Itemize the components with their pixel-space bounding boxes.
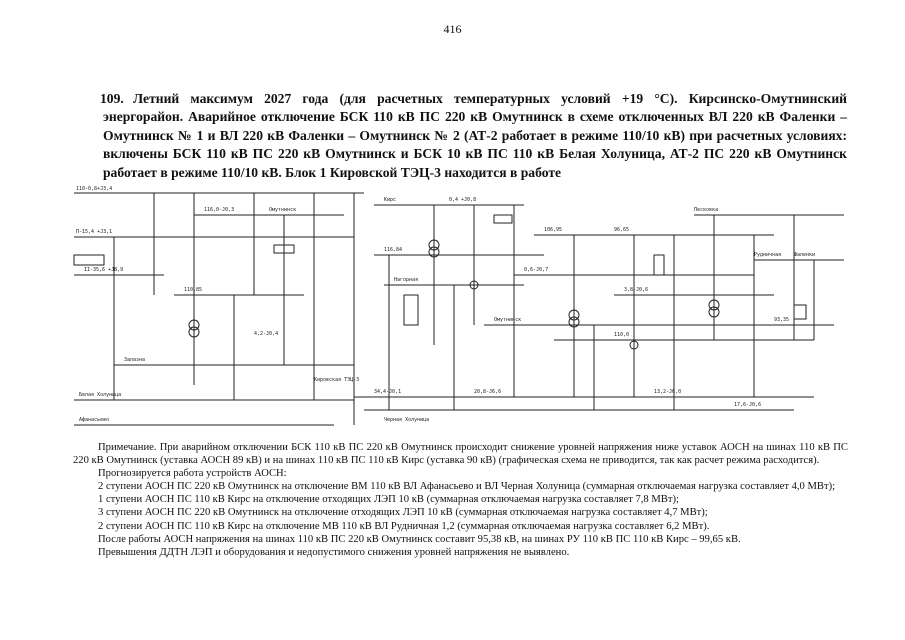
note-paragraph: Прогнозируется работа устройств АОСН: <box>98 468 287 480</box>
svg-text:Нагорная: Нагорная <box>394 277 418 283</box>
svg-text:116,0-J0,3: 116,0-J0,3 <box>204 207 234 213</box>
svg-text:Кировская ТЭЦ-3: Кировская ТЭЦ-3 <box>314 377 359 383</box>
page-number: 416 <box>443 22 462 36</box>
svg-text:3,8-J0,6: 3,8-J0,6 <box>624 287 648 293</box>
svg-text:110,0: 110,0 <box>614 332 629 338</box>
svg-text:13,2-J6,0: 13,2-J6,0 <box>654 389 681 395</box>
svg-text:Афанасьево: Афанасьево <box>79 417 109 423</box>
svg-text:Песковка: Песковка <box>694 207 718 213</box>
svg-text:П-15,4 +J3,1: П-15,4 +J3,1 <box>76 229 112 235</box>
svg-text:34,4-J0,1: 34,4-J0,1 <box>374 389 401 395</box>
svg-text:Омутнинск: Омутнинск <box>494 317 521 323</box>
svg-text:17,6-J0,6: 17,6-J0,6 <box>734 402 761 408</box>
note-paragraph: 3 ступени АОСН ПС 220 кВ Омутнинск на от… <box>98 507 708 519</box>
svg-text:Белая Холуница: Белая Холуница <box>79 392 121 398</box>
note-paragraph: Примечание. При аварийном отключении БСК… <box>73 442 848 467</box>
svg-text:106,95: 106,95 <box>544 227 562 233</box>
svg-text:Фаленки: Фаленки <box>794 252 815 258</box>
svg-text:Черная Холуница: Черная Холуница <box>384 417 429 423</box>
svg-text:Залазна: Залазна <box>124 357 145 363</box>
svg-text:116,84: 116,84 <box>384 247 402 253</box>
svg-text:4,2-J0,4: 4,2-J0,4 <box>254 331 278 337</box>
svg-text:Рудничная: Рудничная <box>754 252 781 258</box>
notes-section: Примечание. При аварийном отключении БСК… <box>73 441 848 559</box>
svg-text:Кирс: Кирс <box>384 197 396 203</box>
svg-text:110-0,8+J3,4: 110-0,8+J3,4 <box>76 186 112 192</box>
note-paragraph: 2 ступени АОСН ПС 110 кВ Кирс на отключе… <box>98 520 710 532</box>
svg-text:93,35: 93,35 <box>774 317 789 323</box>
svg-text:II-35,6 +J8,9: II-35,6 +J8,9 <box>84 267 123 273</box>
section-number: 109. <box>100 91 124 106</box>
svg-text:96,65: 96,65 <box>614 227 629 233</box>
svg-text:0,4 +J0,8: 0,4 +J0,8 <box>449 197 476 203</box>
note-paragraph: Превышения ДДТН ЛЭП и оборудования и нед… <box>98 546 570 558</box>
section-heading: 109. Летний максимум 2027 года (для расч… <box>100 90 847 182</box>
note-paragraph: 2 ступени АОСН ПС 220 кВ Омутнинск на от… <box>98 481 836 493</box>
svg-text:20,8-J6,6: 20,8-J6,6 <box>474 389 501 395</box>
svg-text:0,6-J0,7: 0,6-J0,7 <box>524 267 548 273</box>
note-paragraph: 1 ступени АОСН ПС 110 кВ Кирс на отключе… <box>98 494 679 506</box>
svg-text:110,85: 110,85 <box>184 287 202 293</box>
svg-text:Омутнинск: Омутнинск <box>269 207 296 213</box>
section-title: Летний максимум 2027 года (для расчетных… <box>103 91 847 180</box>
note-paragraph: После работы АОСН напряжения на шинах 11… <box>98 533 741 545</box>
